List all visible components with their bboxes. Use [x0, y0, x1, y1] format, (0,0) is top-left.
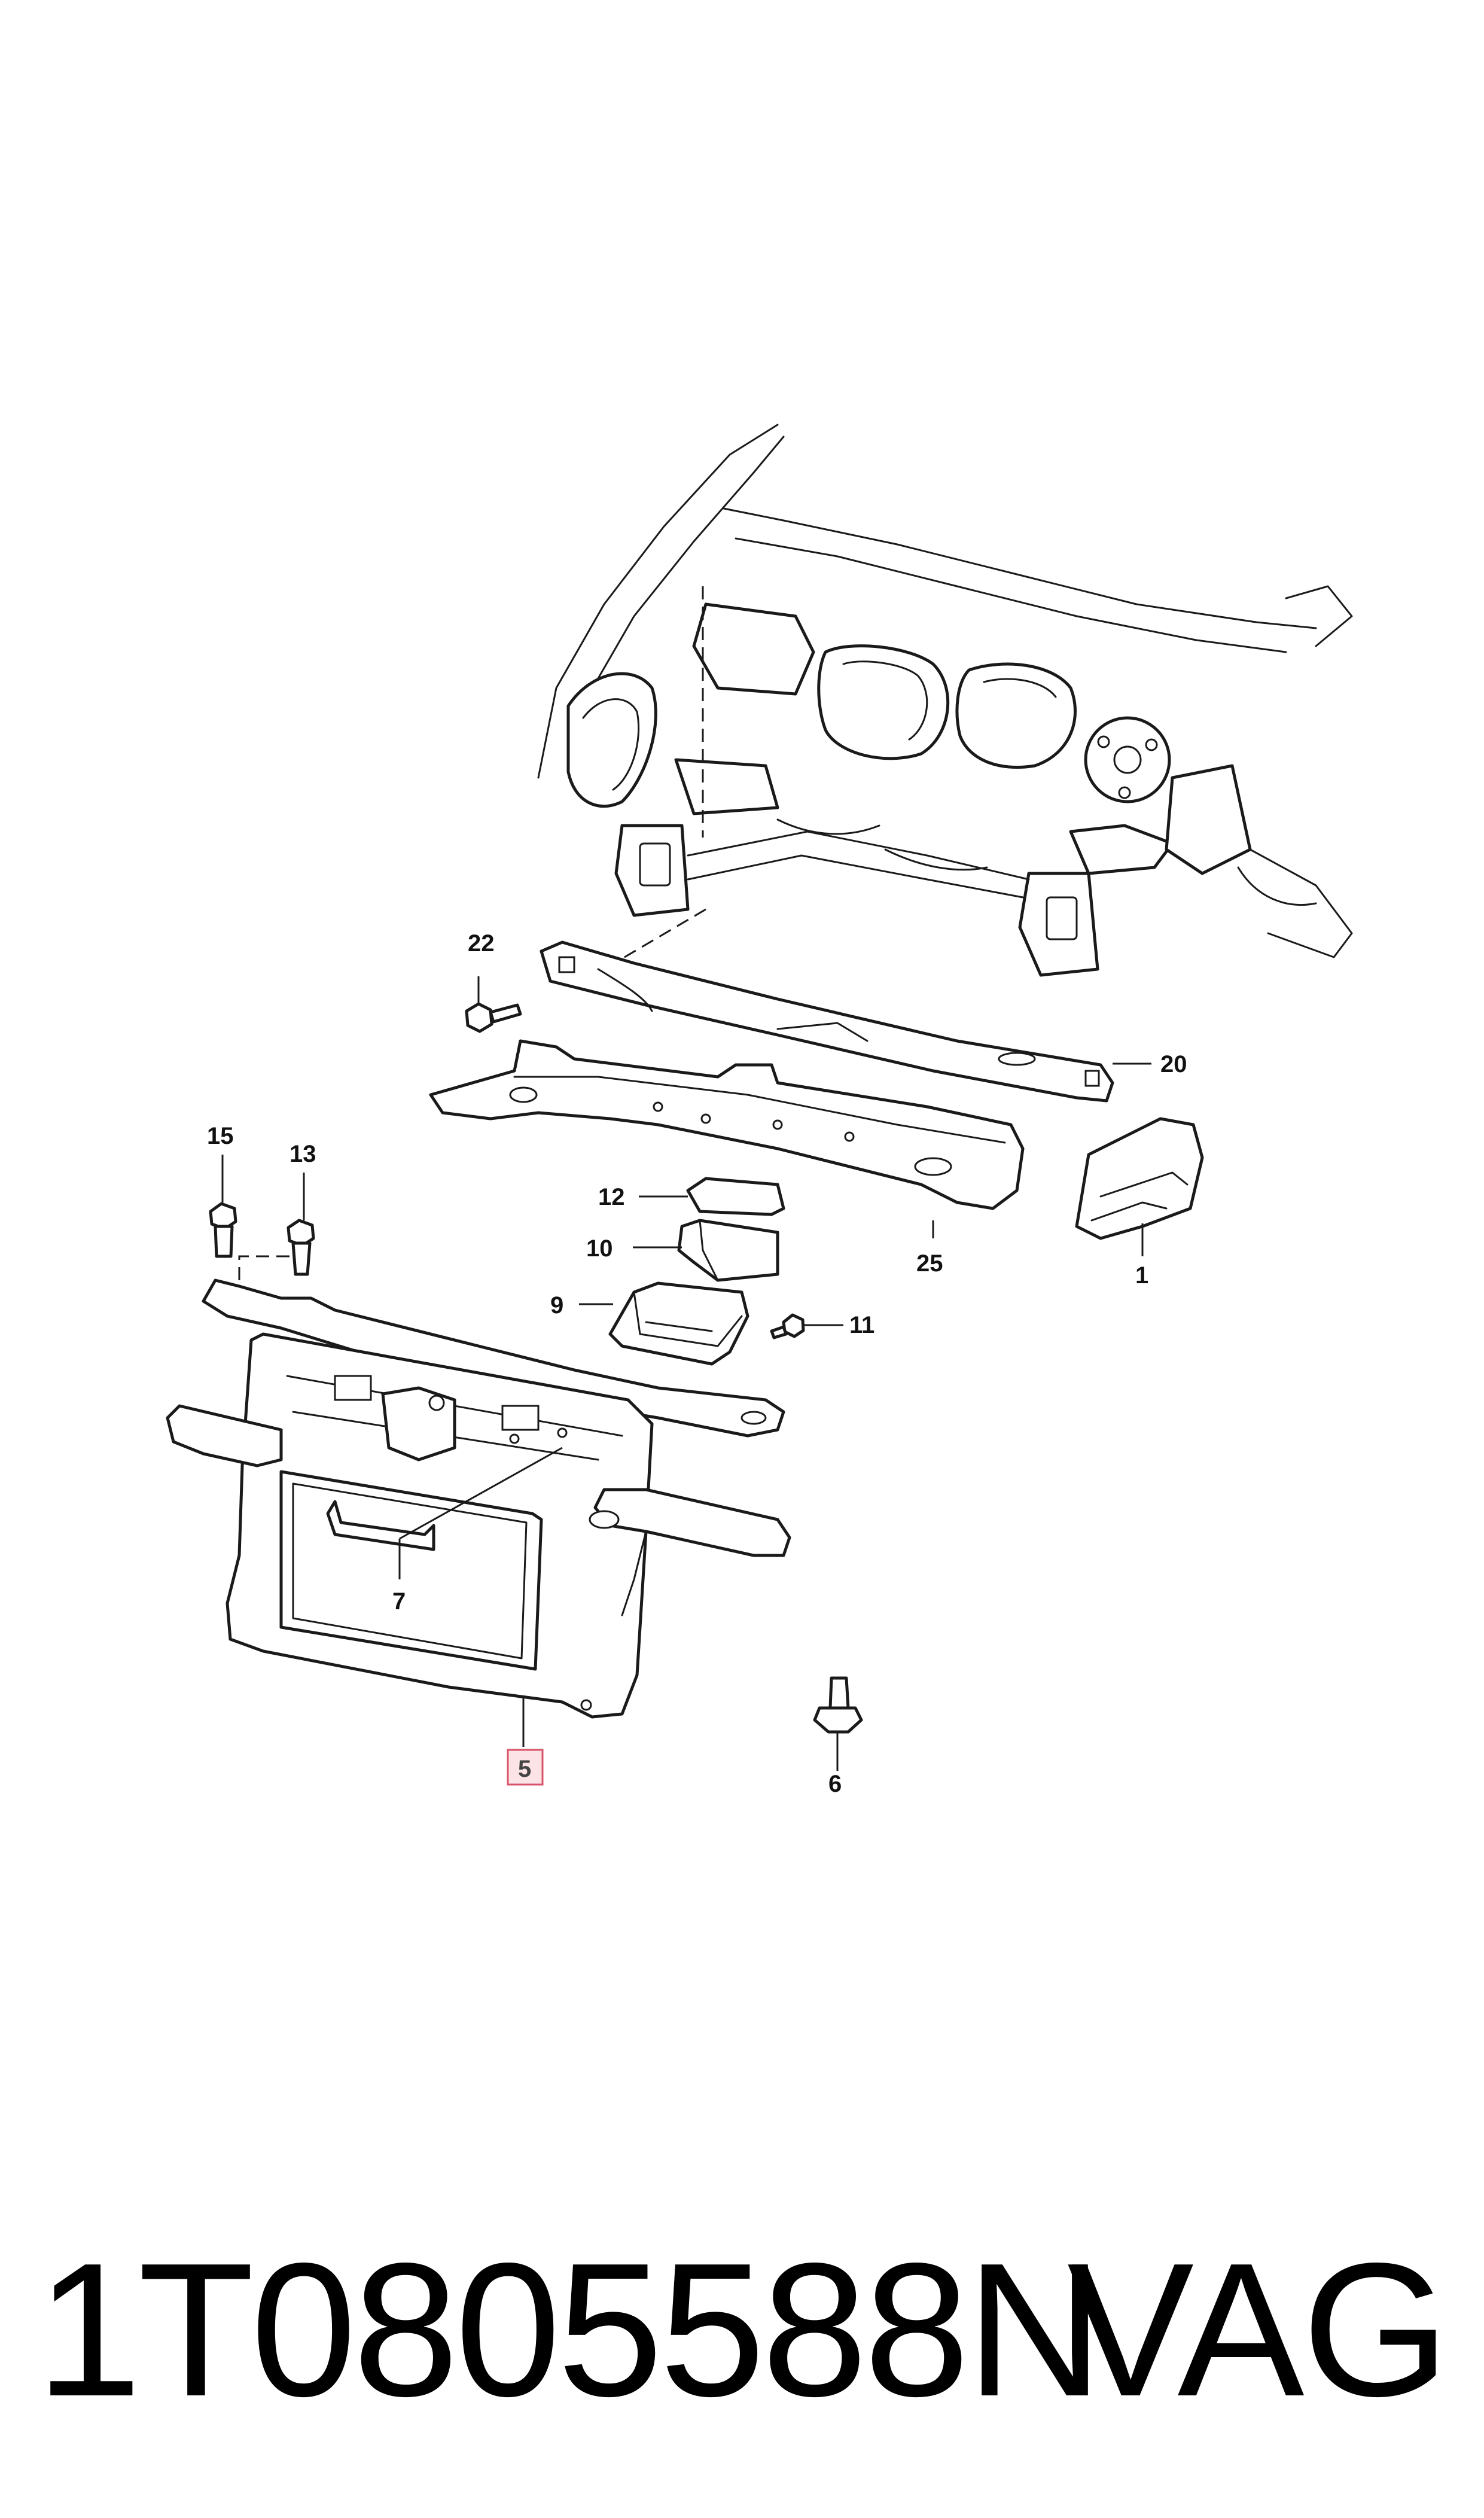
callout-15: 15 — [207, 1123, 234, 1149]
callout-12: 12 — [598, 1184, 625, 1210]
callout-22: 22 — [468, 930, 495, 957]
callout-11: 11 — [849, 1312, 874, 1338]
brand-name: VAG — [1067, 2224, 1450, 2436]
part-10-latch-cover — [677, 1219, 779, 1282]
part-12-cover — [686, 1177, 785, 1216]
callout-1: 1 — [1135, 1262, 1148, 1289]
part-number: 1T0805588N — [36, 2224, 1104, 2436]
part-6-fastener — [813, 1676, 863, 1734]
part-22-bolt — [465, 1002, 522, 1033]
exploded-parts-diagram: 22 20 25 1 12 10 9 11 15 13 7 6 5 — [166, 424, 1353, 1797]
part-7-bracket — [326, 1500, 435, 1551]
callout-6: 6 — [828, 1771, 842, 1797]
part-9-guide — [608, 1281, 749, 1366]
part-20-upper-crossmember — [540, 940, 1114, 1103]
callout-25: 25 — [916, 1250, 943, 1277]
callout-5-highlight — [507, 1749, 544, 1786]
alignment-lines — [238, 586, 706, 1280]
callout-13: 13 — [290, 1141, 316, 1167]
part-13-bolt — [287, 1219, 315, 1276]
part-footer: 1T0805588N VAG — [36, 2224, 1450, 2436]
callout-20: 20 — [1160, 1051, 1187, 1077]
part-11-screw — [770, 1313, 805, 1339]
callout-9: 9 — [550, 1292, 563, 1319]
part-25-upper-beam — [429, 1039, 1025, 1210]
callout-7: 7 — [392, 1588, 406, 1615]
part-15-bolt — [209, 1202, 237, 1258]
callout-10: 10 — [586, 1235, 613, 1262]
vehicle-body-shell — [537, 424, 1353, 977]
leader-lines — [221, 976, 1151, 1771]
callout-5: 5 — [518, 1756, 531, 1782]
part-1-side-bracket — [1075, 1117, 1204, 1240]
callout-labels: 22 20 25 1 12 10 9 11 15 13 7 6 5 — [207, 930, 1187, 1797]
part-5-front-carrier — [166, 1278, 791, 1719]
